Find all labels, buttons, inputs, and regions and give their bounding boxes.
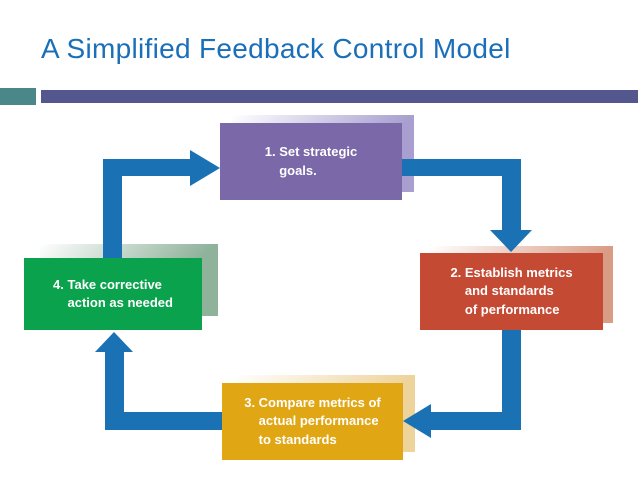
slide-title: A Simplified Feedback Control Model (41, 33, 511, 64)
title-accent-square (0, 88, 36, 105)
step-box-4-label: 4. Take corrective action as needed (53, 276, 173, 310)
step-box-4: 4. Take corrective action as needed (24, 258, 202, 330)
step-box-3-label: 3. Compare metrics of actual performance… (244, 394, 381, 447)
flow-arrow-3-to-4-horizontal-segment (105, 412, 223, 430)
arrowhead-left-icon (403, 404, 431, 438)
step-box-2-label: 2. Establish metrics and standards of pe… (450, 264, 573, 317)
flow-arrow-1-to-2-vertical-segment (502, 159, 521, 234)
step-box-3: 3. Compare metrics of actual performance… (222, 383, 403, 460)
title-underline-bar (41, 90, 638, 103)
flow-arrow-4-to-1-horizontal-segment (103, 159, 190, 176)
step-box-1: 1. Set strategic goals. (220, 123, 402, 200)
flow-arrow-1-to-2-horizontal-segment (402, 159, 521, 176)
step-box-1-label: 1. Set strategic goals. (264, 144, 358, 178)
arrowhead-up-icon (95, 332, 133, 352)
arrowhead-right-icon (190, 150, 220, 186)
flow-arrow-4-to-1-vertical-segment (103, 159, 122, 259)
flow-arrow-2-to-3-vertical-segment (502, 330, 521, 430)
arrowhead-down-icon (490, 230, 532, 252)
flow-arrow-2-to-3-horizontal-segment (431, 412, 521, 430)
flow-arrow-3-to-4-vertical-segment (105, 350, 124, 430)
step-box-2: 2. Establish metrics and standards of pe… (420, 253, 603, 330)
